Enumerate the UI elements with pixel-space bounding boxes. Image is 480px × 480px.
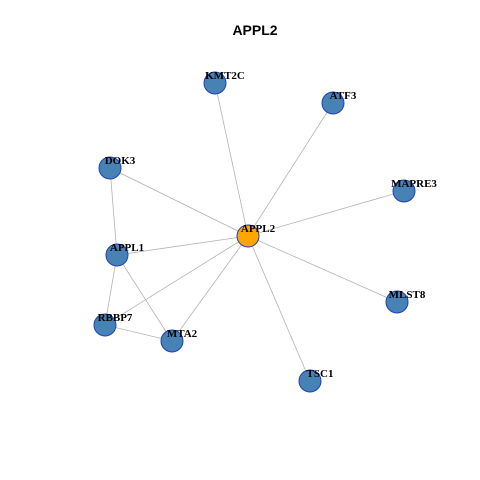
node-tsc1 bbox=[298, 369, 322, 393]
edge-appl1-rbbp7 bbox=[104, 254, 118, 326]
edge-appl2-appl1 bbox=[116, 235, 249, 256]
edge-appl2-mapre3 bbox=[247, 190, 405, 237]
node-mapre3 bbox=[392, 179, 416, 203]
edge-appl2-rbbp7 bbox=[104, 235, 249, 326]
node-mlst8 bbox=[385, 290, 409, 314]
node-label-mapre3: MAPRE3 bbox=[391, 178, 437, 190]
edge-appl2-mta2 bbox=[171, 235, 249, 342]
node-mta2 bbox=[160, 329, 184, 353]
node-label-rbbp7: RBBP7 bbox=[98, 312, 133, 324]
node-label-atf3: ATF3 bbox=[330, 90, 357, 102]
node-label-mta2: MTA2 bbox=[167, 328, 198, 340]
node-appl2 bbox=[236, 224, 260, 248]
node-kmt2c bbox=[203, 71, 227, 95]
node-rbbp7 bbox=[93, 313, 117, 337]
node-label-appl1: APPL1 bbox=[110, 242, 144, 254]
edge-appl1-mta2 bbox=[116, 254, 173, 342]
edge-appl2-mlst8 bbox=[247, 235, 398, 303]
edge-appl2-tsc1 bbox=[247, 235, 311, 382]
node-label-kmt2c: KMT2C bbox=[205, 70, 245, 82]
node-label-tsc1: TSC1 bbox=[307, 368, 334, 380]
nodes-layer bbox=[93, 71, 416, 393]
node-atf3 bbox=[321, 91, 345, 115]
node-dok3 bbox=[98, 156, 122, 180]
edge-appl2-atf3 bbox=[247, 102, 334, 237]
edge-appl2-kmt2c bbox=[214, 82, 249, 237]
edge-dok3-appl1 bbox=[109, 167, 118, 256]
node-appl1 bbox=[105, 243, 129, 267]
node-label-mlst8: MLST8 bbox=[389, 289, 426, 301]
node-label-appl2: APPL2 bbox=[241, 223, 276, 235]
node-label-dok3: DOK3 bbox=[105, 155, 136, 167]
diagram-title: APPL2 bbox=[232, 22, 277, 38]
edge-appl2-dok3 bbox=[109, 167, 249, 237]
